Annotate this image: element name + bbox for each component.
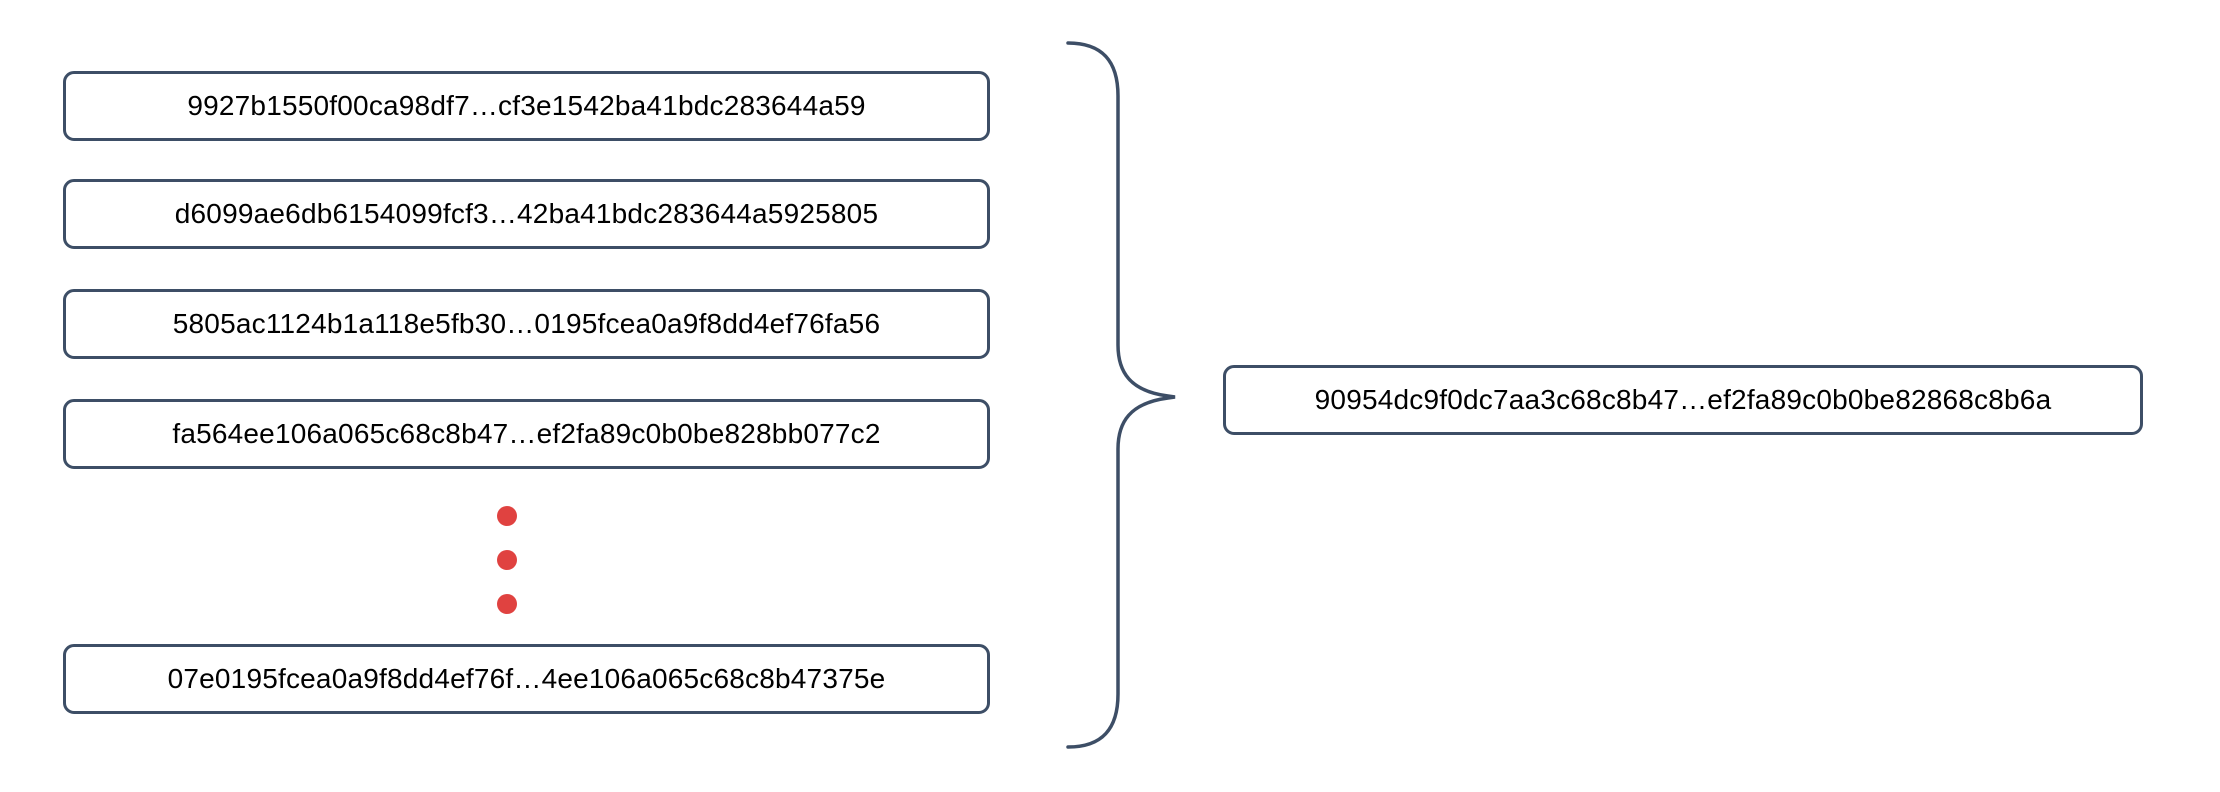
ellipsis-dot-3 — [497, 594, 517, 614]
hash-box-1: 9927b1550f00ca98df7…cf3e1542ba41bdc28364… — [63, 71, 990, 141]
ellipsis-dot-2 — [497, 550, 517, 570]
ellipsis-dot-1 — [497, 506, 517, 526]
hash-box-2: d6099ae6db6154099fcf3…42ba41bdc283644a59… — [63, 179, 990, 249]
hash-box-3-label: 5805ac1124b1a118e5fb30…0195fcea0a9f8dd4e… — [172, 308, 881, 339]
result-hash-label: 90954dc9f0dc7aa3c68c8b47…ef2fa89c0b0be82… — [1314, 384, 2052, 415]
hash-box-5: 07e0195fcea0a9f8dd4ef76f…4ee106a065c68c8… — [63, 644, 990, 714]
result-hash-box: 90954dc9f0dc7aa3c68c8b47…ef2fa89c0b0be82… — [1223, 365, 2143, 435]
hash-box-4-label: fa564ee106a065c68c8b47…ef2fa89c0b0be828b… — [172, 418, 881, 449]
hash-box-1-label: 9927b1550f00ca98df7…cf3e1542ba41bdc28364… — [187, 90, 866, 121]
hash-box-2-label: d6099ae6db6154099fcf3…42ba41bdc283644a59… — [174, 198, 879, 229]
hash-box-5-label: 07e0195fcea0a9f8dd4ef76f…4ee106a065c68c8… — [167, 663, 886, 694]
hash-box-3: 5805ac1124b1a118e5fb30…0195fcea0a9f8dd4e… — [63, 289, 990, 359]
hash-box-4: fa564ee106a065c68c8b47…ef2fa89c0b0be828b… — [63, 399, 990, 469]
